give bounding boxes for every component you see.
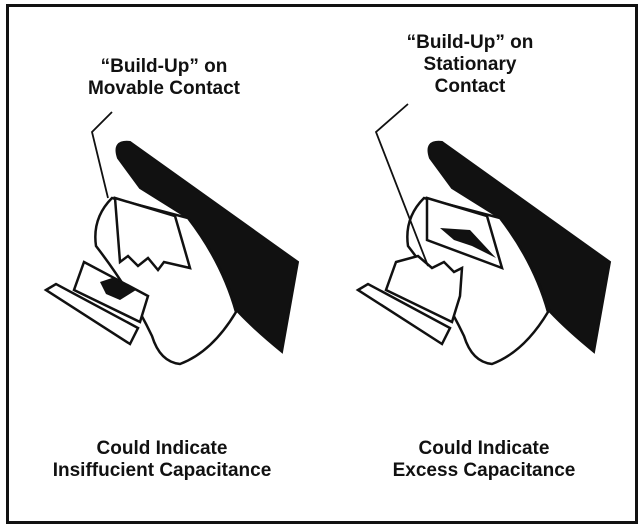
left-pointer-line bbox=[91, 111, 113, 199]
left-caption-line-2: Insiffucient Capacitance bbox=[52, 460, 272, 481]
right-heading-line-1: “Build-Up” on bbox=[406, 32, 534, 53]
right-caption: Could Indicate Excess Capacitance bbox=[364, 438, 604, 482]
left-contact-base bbox=[43, 282, 140, 346]
left-build-up-deposit bbox=[100, 278, 136, 300]
right-pointer-line bbox=[374, 103, 429, 267]
right-contact-assembly bbox=[355, 103, 612, 366]
left-contact-assembly bbox=[43, 111, 300, 366]
right-caption-line-2: Excess Capacitance bbox=[392, 460, 576, 481]
right-heading-line-3: Contact bbox=[434, 76, 506, 97]
right-heading: “Build-Up” on Stationary Contact bbox=[370, 32, 570, 98]
left-heading-line-1: “Build-Up” on bbox=[100, 56, 228, 77]
right-build-up-deposit bbox=[440, 228, 496, 258]
right-stationary-contact bbox=[384, 254, 464, 324]
right-contact-base bbox=[355, 282, 452, 346]
right-caption-line-1: Could Indicate bbox=[418, 438, 550, 459]
left-movable-contact bbox=[113, 196, 192, 273]
left-caption: Could Indicate Insiffucient Capacitance bbox=[22, 438, 302, 482]
left-heading-line-2: Movable Contact bbox=[87, 78, 241, 99]
right-heading-line-2: Stationary bbox=[423, 54, 517, 75]
left-caption-line-1: Could Indicate bbox=[96, 438, 228, 459]
left-heading: “Build-Up” on Movable Contact bbox=[64, 56, 264, 100]
